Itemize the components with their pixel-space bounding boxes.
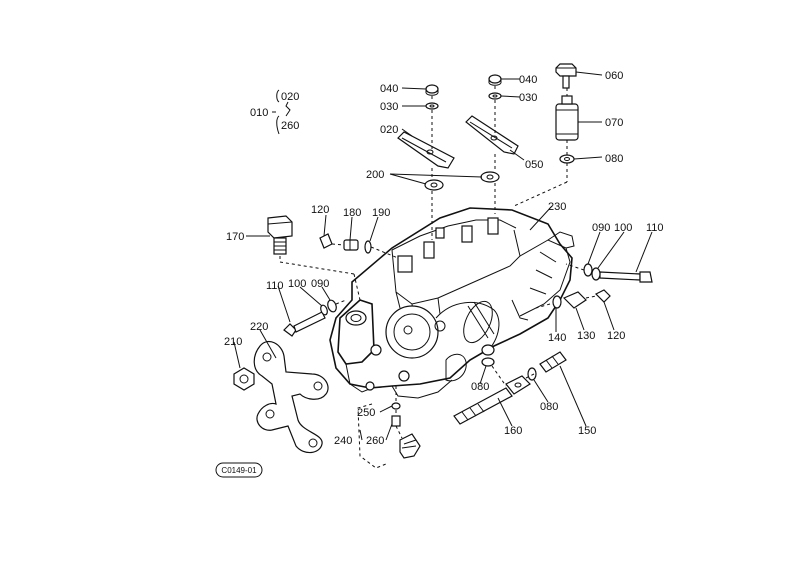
label-110-left: 110 <box>266 280 284 292</box>
nut-040-right <box>488 74 502 86</box>
washer-190 <box>364 240 372 254</box>
label-040-left: 040 <box>380 83 398 95</box>
label-210: 210 <box>224 336 242 348</box>
label-030-right: 030 <box>519 92 537 104</box>
label-100-right: 100 <box>614 222 632 234</box>
washer-090-left <box>327 299 337 313</box>
stud-070 <box>555 95 579 141</box>
washer-030-left <box>425 102 439 110</box>
bracket-240 <box>357 403 387 469</box>
label-220: 220 <box>250 321 268 333</box>
assembly-guide-lines-top <box>431 86 496 240</box>
label-130: 130 <box>577 330 595 342</box>
bolt-110-left <box>283 311 326 337</box>
screw-120-right <box>594 289 611 303</box>
label-020: 020 <box>380 124 398 136</box>
part-labels: 010 020 260 040 030 020 040 030 050 060 … <box>224 70 664 447</box>
reference-code-badge: C0149-01 <box>215 462 263 478</box>
label-010: 010 <box>250 107 268 119</box>
bolt-060 <box>555 63 577 89</box>
label-250: 250 <box>357 407 375 419</box>
label-080-low: 080 <box>540 401 558 413</box>
spacer-200-right <box>480 171 500 183</box>
sleeve-260 <box>391 415 401 427</box>
label-090-left: 090 <box>311 278 329 290</box>
label-230: 230 <box>548 201 566 213</box>
bolt-110-right <box>599 271 653 283</box>
washer-080-mid <box>481 357 495 367</box>
label-150: 150 <box>578 425 596 437</box>
label-020-group: 020 <box>281 91 299 103</box>
group-bracket-010 <box>272 89 291 135</box>
label-040-right: 040 <box>519 74 537 86</box>
label-120-top: 120 <box>311 204 329 216</box>
label-160: 160 <box>504 425 522 437</box>
label-260: 260 <box>366 435 384 447</box>
label-070: 070 <box>605 117 623 129</box>
label-030-left: 030 <box>380 101 398 113</box>
washer-080-low <box>527 367 537 381</box>
banjo-bolt-170 <box>267 215 293 255</box>
label-090-right: 090 <box>592 222 610 234</box>
label-120-right: 120 <box>607 330 625 342</box>
reference-code: C0149-01 <box>221 466 257 475</box>
cover-plate-220 <box>253 341 329 454</box>
label-190: 190 <box>372 207 390 219</box>
washer-100-left <box>320 304 328 316</box>
pump-housing <box>329 207 575 399</box>
plate-050 <box>465 115 519 155</box>
pipe-fitting-150 <box>539 351 567 373</box>
label-200: 200 <box>366 169 384 181</box>
label-060: 060 <box>605 70 623 82</box>
washer-080-top <box>559 154 575 164</box>
nipple-180 <box>343 239 359 251</box>
label-260-group: 260 <box>281 120 299 132</box>
nut-210 <box>233 367 255 391</box>
label-180: 180 <box>343 207 361 219</box>
label-080-mid: 080 <box>471 381 489 393</box>
washer-140 <box>552 295 562 309</box>
label-080-top: 080 <box>605 153 623 165</box>
label-240: 240 <box>334 435 352 447</box>
spacer-200-left <box>424 179 444 191</box>
label-140: 140 <box>548 332 566 344</box>
label-170: 170 <box>226 231 244 243</box>
label-110-right: 110 <box>646 222 664 234</box>
washer-030-right <box>488 92 502 100</box>
label-050: 050 <box>525 159 543 171</box>
banjo-fitting-160 <box>453 375 531 425</box>
washer-100-right <box>591 267 601 281</box>
washer-090-right <box>583 263 593 277</box>
screw-120-top <box>319 233 333 249</box>
washer-250 <box>391 402 401 410</box>
nipple-240 <box>399 433 421 459</box>
plate-020 <box>397 131 455 169</box>
label-100-left: 100 <box>288 278 306 290</box>
union-130 <box>562 291 587 309</box>
leader-lines <box>233 71 653 441</box>
nut-040-left <box>425 84 439 96</box>
